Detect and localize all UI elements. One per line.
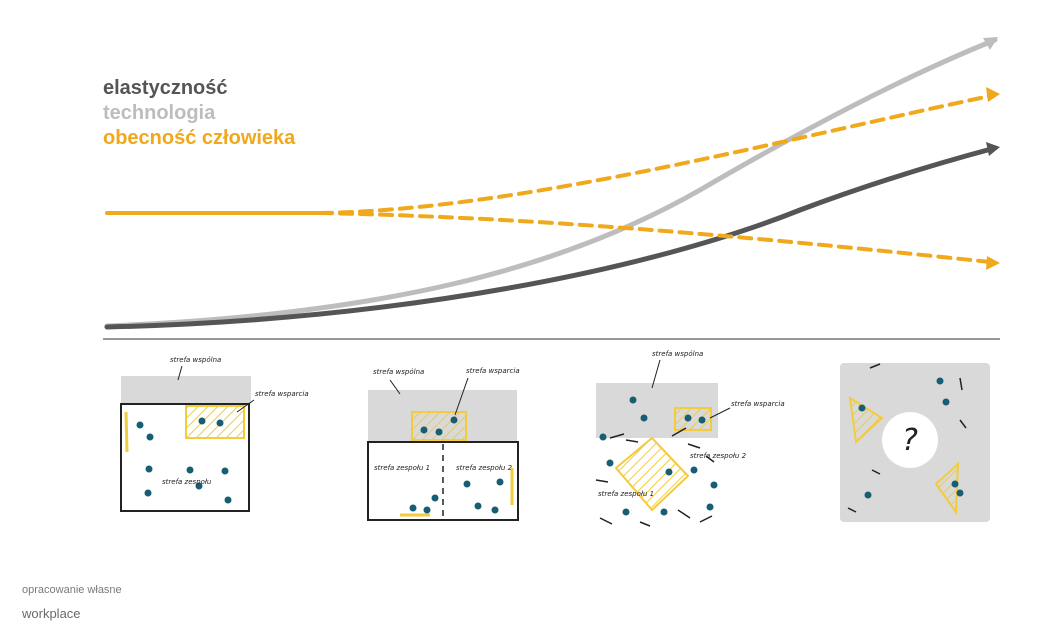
panel-3-label-support: strefa wsparcia xyxy=(731,400,785,408)
people xyxy=(136,417,232,504)
legend-human-presence: obecność człowieka xyxy=(103,127,296,149)
panel-2-label-common: strefa wspólna xyxy=(373,368,424,376)
people xyxy=(599,396,718,516)
people xyxy=(409,416,504,514)
human-presence-down-arrowhead xyxy=(986,256,1000,270)
source-note: opracowanie własne xyxy=(22,584,122,596)
scattered-walls xyxy=(595,427,715,527)
flexibility-arrowhead xyxy=(986,142,1000,156)
human-presence-up-arrowhead xyxy=(986,87,1000,102)
support-zone-diamond xyxy=(614,436,690,512)
support-zone xyxy=(185,405,245,439)
panel-3-label-team-1: strefa zespołu 1 xyxy=(598,490,654,498)
question-mark: ? xyxy=(902,423,918,458)
support-triangle xyxy=(848,396,884,445)
human-presence-dashed-up xyxy=(318,94,992,215)
trend-lines xyxy=(104,37,1000,330)
human-presence-dashed-down xyxy=(318,211,992,264)
support-zone xyxy=(674,407,712,431)
scattered-walls xyxy=(847,363,967,513)
panel-3-label-team-2: strefa zespołu 2 xyxy=(690,452,747,460)
brand-label: workplace xyxy=(22,606,81,621)
support-mark xyxy=(124,411,129,453)
panel-1: strefa wspólna strefa wsparcia strefa ze… xyxy=(120,356,309,512)
technology-arrowhead xyxy=(983,37,998,50)
panel-2-label-support: strefa wsparcia xyxy=(466,367,520,375)
panel-2-label-team-2: strefa zespołu 2 xyxy=(456,464,513,472)
unknown-circle xyxy=(882,412,938,468)
support-zone xyxy=(411,411,467,441)
legend-technology: technologia xyxy=(103,102,216,124)
legend-flexibility: elastyczność xyxy=(103,77,228,99)
panel-3-label-common: strefa wspólna xyxy=(652,350,703,358)
panel-2: strefa wspólna strefa wsparcia strefa ze… xyxy=(367,367,520,521)
flexibility-curve xyxy=(104,145,998,330)
panel-1-label-common: strefa wspólna xyxy=(170,356,221,364)
panel-1-label-support: strefa wsparcia xyxy=(255,390,309,398)
legend: elastyczność technologia obecność człowi… xyxy=(103,76,295,151)
panel-1-label-team: strefa zespołu xyxy=(162,478,212,486)
panel-2-label-team-1: strefa zespołu 1 xyxy=(374,464,430,472)
support-triangle xyxy=(934,461,960,515)
panel-3: strefa wspólna strefa wsparcia strefa ze… xyxy=(595,350,785,528)
panel-4: ? xyxy=(840,363,990,522)
people xyxy=(858,377,964,499)
common-zone xyxy=(121,376,251,404)
technology-curve xyxy=(104,37,998,329)
